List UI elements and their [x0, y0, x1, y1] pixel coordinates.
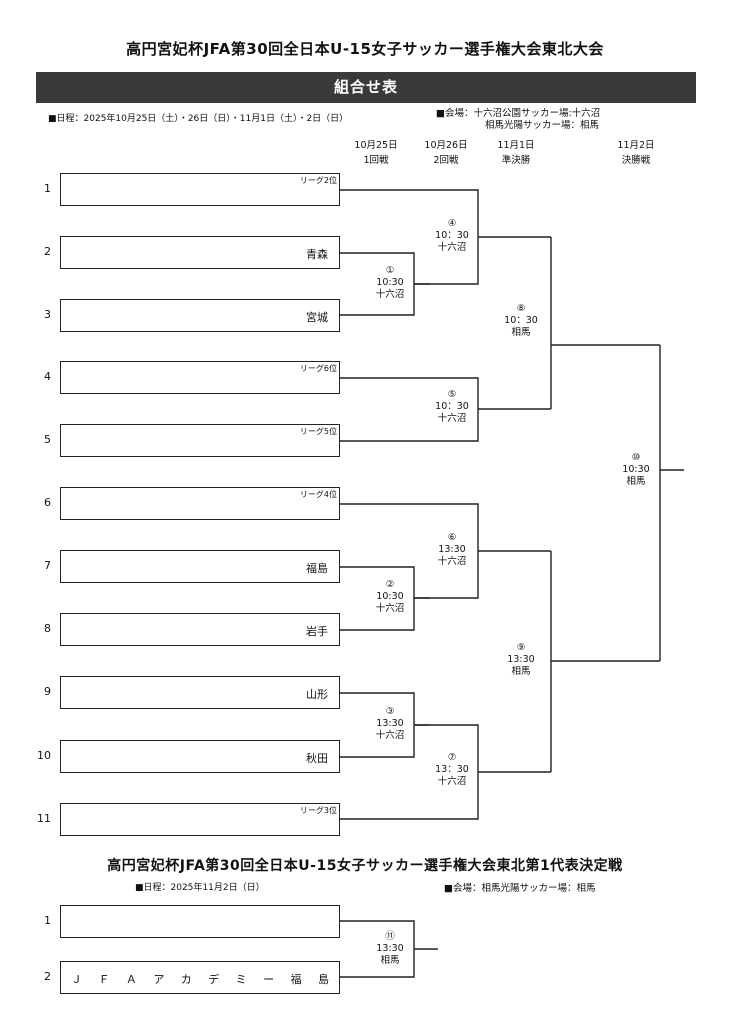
playoff-venue: ■会場：相馬光陽サッカー場：相馬 [444, 883, 596, 894]
page-title: 高円宮妃杯JFA第30回全日本U-15女子サッカー選手権大会東北大会 [126, 40, 604, 58]
qualifier-label: リーグ6位 [299, 364, 337, 373]
seed-number: 1 [44, 182, 51, 195]
playoff-slot-1 [60, 905, 340, 938]
seed-number: 3 [44, 308, 51, 321]
seed-number: 2 [44, 970, 51, 983]
team-slot-8: 岩手 [60, 613, 340, 646]
qualifier-label: リーグ2位 [299, 176, 337, 185]
team-slot-5: リーグ5位 [60, 424, 340, 457]
team-slot-10: 秋田 [60, 740, 340, 773]
playoff-slot-2: Ｊ Ｆ Ａ ア カ デ ミ ー 福 島 [60, 961, 340, 994]
venue-line-1: ■会場：十六沼公園サッカー場:十六沼 [436, 108, 601, 119]
seed-number: 6 [44, 496, 51, 509]
qualifier-label: リーグ3位 [299, 806, 337, 815]
team-name: 秋田 [306, 752, 328, 765]
seed-number: 10 [37, 749, 51, 762]
team-slot-11: リーグ3位 [60, 803, 340, 836]
team-name: 青森 [306, 248, 328, 261]
playoff-schedule: ■日程：2025年11月2日（日） [135, 883, 265, 893]
team-name: 宮城 [306, 311, 328, 324]
schedule-text: ■日程：2025年10月25日（土）・26日（日）・11月1日（土）・2日（日） [48, 114, 349, 124]
qualifier-label: リーグ4位 [299, 490, 337, 499]
team-slot-3: 宮城 [60, 299, 340, 332]
seed-number: 8 [44, 622, 51, 635]
team-slot-1: リーグ2位 [60, 173, 340, 206]
team-slot-2: 青森 [60, 236, 340, 269]
team-slot-7: 福島 [60, 550, 340, 583]
playoff-title: 高円宮妃杯JFA第30回全日本U-15女子サッカー選手権大会東北第1代表決定戦 [107, 858, 623, 874]
team-slot-9: 山形 [60, 676, 340, 709]
seed-number: 4 [44, 370, 51, 383]
team-slot-4: リーグ6位 [60, 361, 340, 394]
round-header-4: 11月2日決勝戦 [617, 140, 655, 166]
team-name: 岩手 [306, 625, 328, 638]
seed-number: 7 [44, 559, 51, 572]
seed-number: 11 [37, 812, 51, 825]
seed-number: 1 [44, 914, 51, 927]
seed-number: 9 [44, 685, 51, 698]
seed-number: 5 [44, 433, 51, 446]
round-header-3: 11月1日準決勝 [497, 140, 535, 166]
qualifier-label: リーグ5位 [299, 427, 337, 436]
banner-title: 組合せ表 [36, 72, 696, 103]
team-name: 福島 [306, 562, 328, 575]
venue-line-2: 相馬光陽サッカー場：相馬 [485, 120, 600, 131]
team-slot-6: リーグ4位 [60, 487, 340, 520]
team-name: Ｊ Ｆ Ａ ア カ デ ミ ー 福 島 [71, 973, 329, 986]
seed-number: 2 [44, 245, 51, 258]
team-name: 山形 [306, 688, 328, 701]
